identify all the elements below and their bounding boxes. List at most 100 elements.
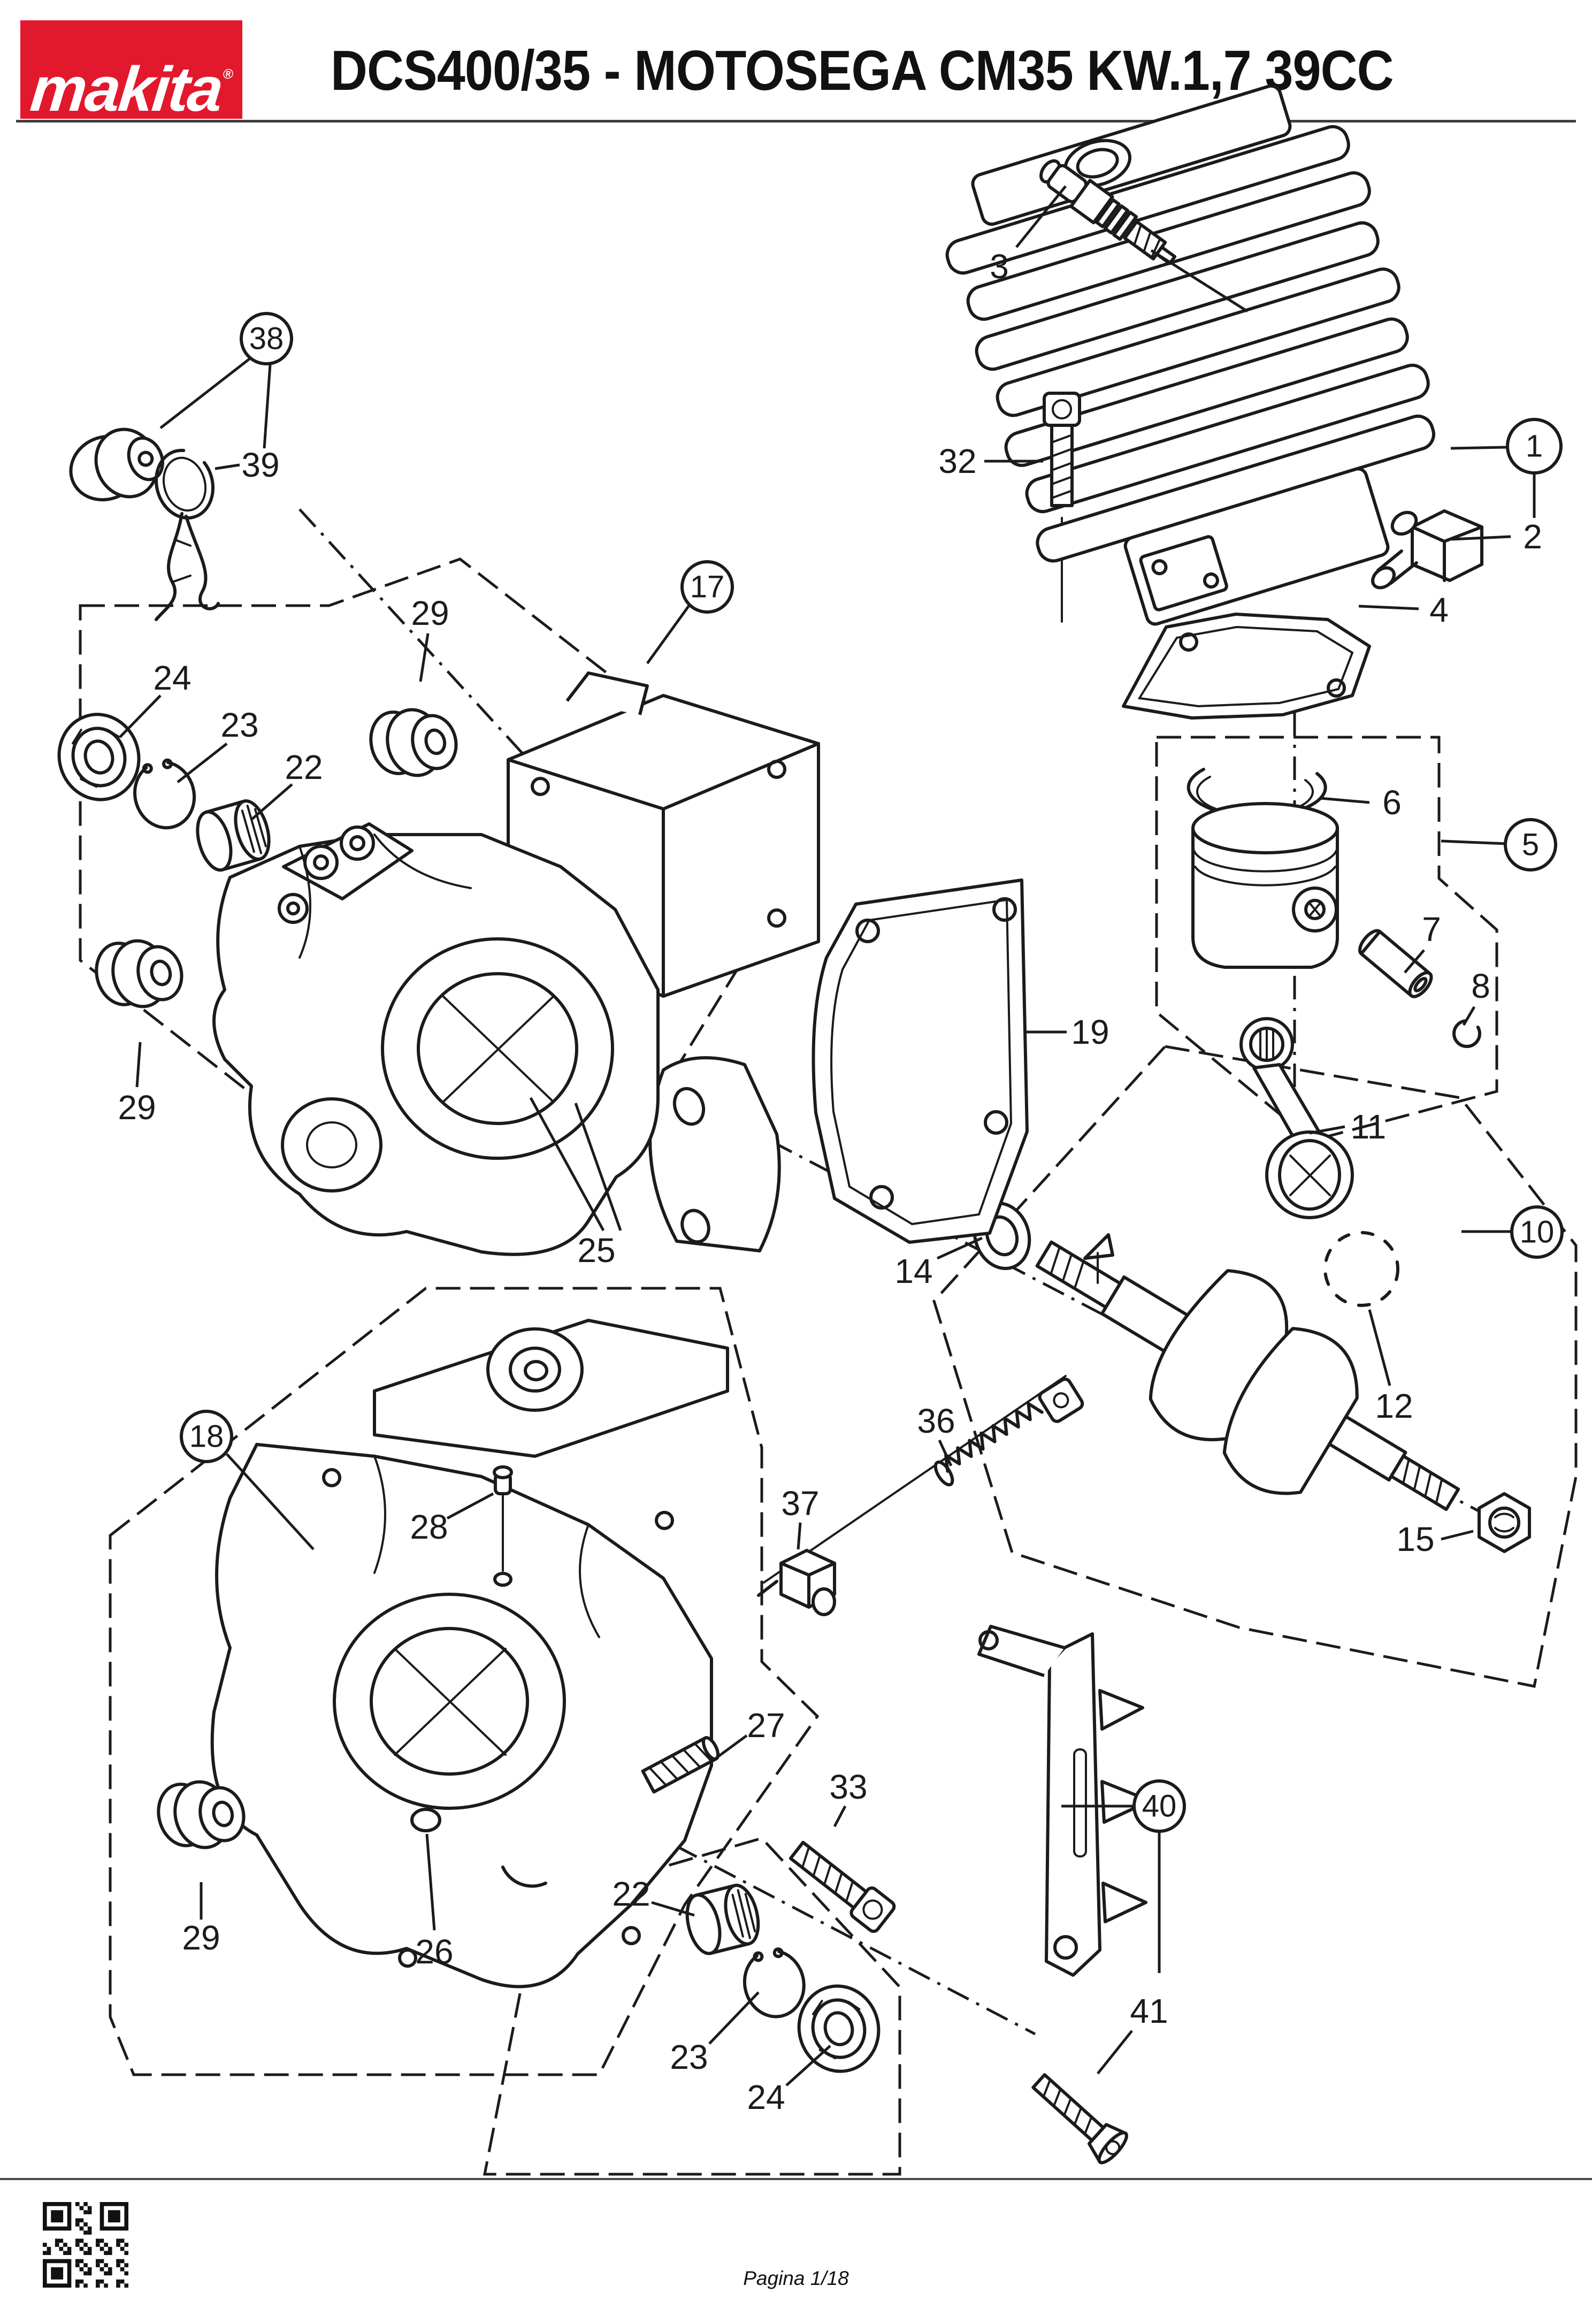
qr-module — [124, 2271, 128, 2276]
callout-22: 22 — [250, 748, 323, 821]
callout-27: 27 — [714, 1706, 785, 1761]
callout-circle — [1132, 1779, 1186, 1833]
leader-line — [1150, 249, 1249, 313]
qr-module — [87, 2210, 92, 2214]
qr-module — [108, 2251, 112, 2256]
callout-number: 11 — [1351, 1107, 1386, 1146]
callout-36: 36 — [917, 1402, 955, 1467]
callout-number: 8 — [1471, 967, 1490, 1005]
callout-number: 27 — [747, 1706, 785, 1745]
callout-circle — [1510, 1205, 1564, 1259]
callout-number: 1 — [1526, 429, 1543, 464]
cylinder-part — [945, 84, 1435, 626]
callout-17: 17 — [646, 560, 734, 664]
qr-module — [83, 2210, 88, 2214]
footer-rule — [0, 2178, 1592, 2180]
qr-module — [108, 2246, 112, 2251]
qr-module — [67, 2251, 72, 2256]
callout-number: 24 — [747, 2078, 785, 2116]
callout-11: 11 — [1309, 1107, 1386, 1146]
qr-module — [75, 2222, 80, 2227]
needle-bearing-part — [682, 1882, 763, 1957]
tension-screw-part — [933, 1377, 1084, 1487]
qr-module — [100, 2246, 104, 2251]
callout-number: 7 — [1422, 910, 1441, 949]
callout-number: 41 — [1130, 1992, 1168, 2030]
group-box-18 — [109, 1287, 820, 2076]
spark-plug-part — [1039, 159, 1177, 265]
callout-number: 28 — [410, 1508, 448, 1546]
qr-module — [120, 2246, 125, 2251]
qr-module — [75, 2243, 80, 2247]
qr-module — [96, 2243, 100, 2247]
callout-22: 22 — [612, 1875, 695, 1917]
grease-fitting-part — [493, 1465, 513, 1587]
callout-29: 29 — [118, 1042, 156, 1127]
qr-module — [75, 2259, 80, 2264]
callout-24: 24 — [747, 2045, 831, 2116]
leader-line — [938, 1439, 953, 1467]
leader-line — [646, 605, 691, 664]
page-number: Pagina 1/18 — [743, 2267, 849, 2289]
callout-3: 3 — [990, 185, 1249, 313]
leader-line — [250, 783, 293, 821]
piston-part — [1191, 802, 1339, 969]
leader-line — [263, 364, 272, 449]
callout-circle — [1504, 818, 1557, 872]
qr-module — [87, 2206, 92, 2211]
callout-8: 8 — [1462, 967, 1490, 1026]
callout-circle — [180, 1410, 233, 1463]
qr-module — [79, 2259, 84, 2264]
qr-module — [47, 2251, 51, 2256]
callout-33: 33 — [829, 1768, 868, 1828]
callout-number: 22 — [612, 1875, 650, 1913]
callout-number: 33 — [829, 1768, 867, 1806]
plate-screw-part — [1031, 2073, 1128, 2165]
leader-line — [1358, 605, 1419, 610]
callout-39: 39 — [215, 446, 280, 484]
qr-module — [120, 2259, 125, 2264]
leader-line — [446, 1492, 494, 1520]
qr-module — [55, 2238, 59, 2243]
qr-module — [87, 2251, 92, 2256]
callout-24: 24 — [119, 659, 192, 738]
qr-module — [100, 2259, 104, 2264]
leader-line — [797, 1522, 802, 1550]
qr-module — [83, 2230, 88, 2235]
callout-40: 40 — [1061, 1779, 1186, 1973]
leader-line — [1462, 1006, 1476, 1026]
callout-2: 2 — [1451, 517, 1542, 556]
callout-6: 6 — [1320, 783, 1402, 822]
callout-18: 18 — [180, 1410, 315, 1550]
callout-number: 40 — [1142, 1789, 1177, 1824]
qr-module — [116, 2243, 120, 2247]
circlip-part — [738, 1944, 811, 2023]
qr-module — [116, 2283, 120, 2288]
callout-number: 12 — [1375, 1387, 1413, 1425]
leader-line — [419, 633, 430, 682]
callout-number: 17 — [690, 570, 725, 605]
callout-14: 14 — [894, 1236, 983, 1290]
callout-number: 29 — [182, 1918, 220, 1957]
callout-number: 39 — [241, 446, 279, 484]
qr-module — [79, 2267, 84, 2272]
qr-module — [75, 2218, 80, 2223]
callout-number: 22 — [285, 748, 323, 786]
callout-number: 38 — [249, 322, 284, 356]
rubber-mount-part — [364, 699, 462, 785]
guide-plate-part — [977, 1625, 1152, 1977]
qr-module — [96, 2263, 100, 2267]
callout-29: 29 — [182, 1882, 220, 1957]
upper-crankcase-part — [212, 671, 820, 1256]
leader-line — [833, 1805, 847, 1828]
qr-module — [108, 2267, 112, 2272]
leader-line — [159, 356, 252, 429]
qr-module — [59, 2238, 64, 2243]
leader-line — [425, 1833, 436, 1931]
header-rule — [16, 120, 1576, 123]
qr-module — [87, 2226, 92, 2231]
leader-line — [1015, 185, 1067, 248]
leader-line — [119, 694, 162, 738]
woodruff-key-part — [1083, 1233, 1114, 1284]
